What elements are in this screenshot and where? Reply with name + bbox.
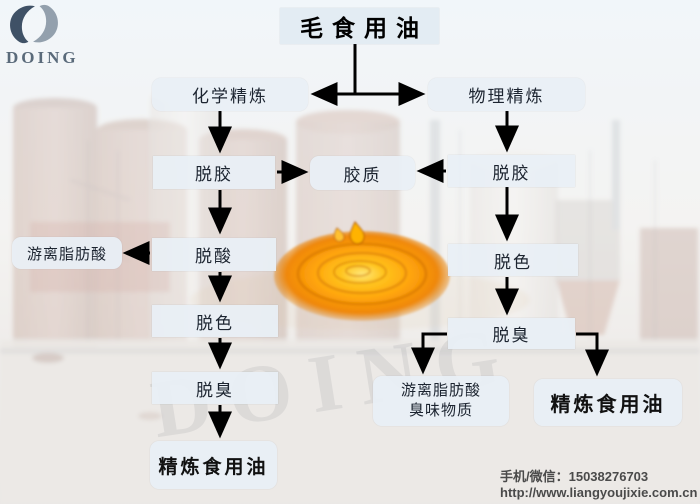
- contact-info: 手机/微信：15038276703 http://www.liangyoujix…: [500, 469, 700, 502]
- oil-drop-image: [274, 221, 450, 321]
- node-degumming-left: 脱胶: [153, 156, 275, 189]
- logo: DOING: [6, 3, 86, 68]
- node-deodorization-right: 脱臭: [448, 318, 575, 349]
- node-crude-oil: 毛食用油: [280, 8, 439, 44]
- node-gum: 胶质: [310, 156, 415, 190]
- node-refined-oil-right: 精炼食用油: [534, 379, 682, 426]
- logo-text: DOING: [6, 48, 79, 67]
- node-deodorization-left: 脱臭: [152, 372, 278, 404]
- contact-phone-wechat: 手机/微信：15038276703: [500, 469, 649, 484]
- node-degumming-right: 脱胶: [448, 155, 575, 187]
- node-ffa-odor-line2: 臭味物质: [408, 402, 473, 419]
- node-free-fatty-acid: 游离脂肪酸: [12, 237, 122, 269]
- node-physical-refining: 物理精炼: [428, 78, 585, 111]
- node-ffa-odor-line1: 游离脂肪酸: [400, 381, 481, 399]
- contact-website: http://www.liangyoujixie.com.cn: [500, 485, 698, 501]
- connector-deodor-ffaodor: [411, 332, 447, 375]
- node-decolorization-left: 脱色: [152, 305, 278, 337]
- node-ffa-odor: 游离脂肪酸 臭味物质: [373, 376, 509, 426]
- node-chemical-refining: 化学精炼: [152, 78, 308, 111]
- connector-deodor-refined-right: [576, 332, 609, 377]
- node-decolorization-right: 脱色: [448, 244, 578, 276]
- doing-logo-icon: [10, 4, 58, 44]
- node-deacidification: 脱酸: [152, 238, 276, 271]
- node-refined-oil-left: 精炼食用油: [150, 441, 277, 489]
